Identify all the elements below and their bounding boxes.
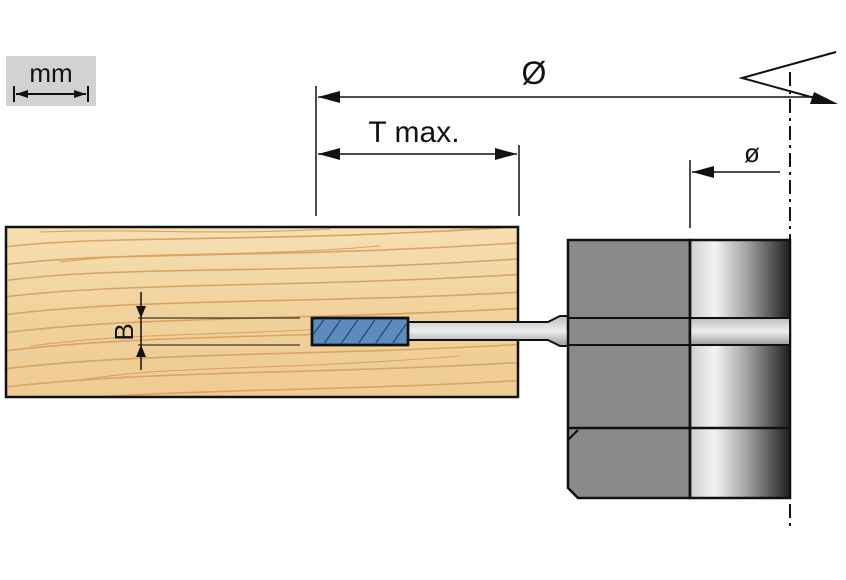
unit-badge: mm xyxy=(6,56,96,106)
unit-label: mm xyxy=(29,58,73,88)
depth-dimension: T max. xyxy=(318,116,517,160)
cutter-head xyxy=(566,238,792,500)
cutting-insert xyxy=(310,316,410,347)
wood-grain xyxy=(6,227,518,397)
width-label: B xyxy=(109,323,139,340)
inner-diameter-dimension: ø xyxy=(692,138,780,178)
width-dimension: B xyxy=(109,292,146,370)
wood-workpiece xyxy=(4,225,520,399)
depth-label: T max. xyxy=(368,116,459,149)
unit-arrow-icon xyxy=(13,86,89,102)
outer-diameter-label: Ø xyxy=(522,55,547,91)
rotation-arrow-icon xyxy=(738,51,837,101)
inner-diameter-label: ø xyxy=(744,138,760,168)
outer-diameter-dimension: Ø xyxy=(318,55,838,104)
